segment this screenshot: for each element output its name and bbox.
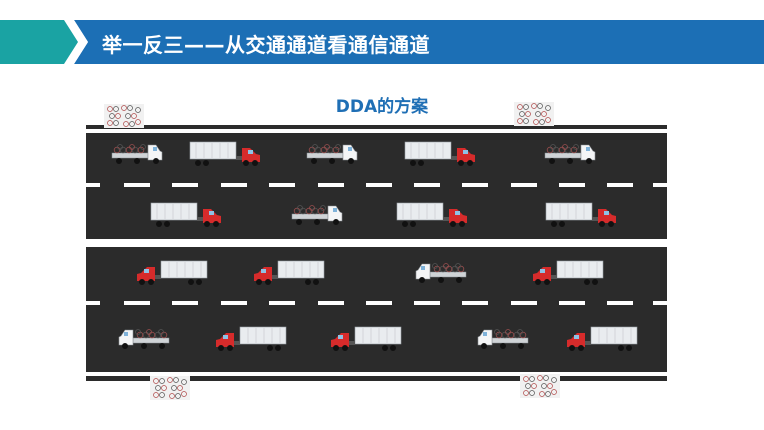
median-strip [86,239,667,247]
banner-shape [0,20,764,64]
lane-divider-upper [86,183,667,187]
diagram-title: DDA的方案 [335,97,429,117]
header-banner: 举一反三——从交通通道看通信通道 [0,20,764,64]
bike-lot-bottom-left [149,375,191,401]
bike-lot-bottom-right [519,373,561,399]
bike-lot-top-right [513,101,555,127]
top-edge-line [86,129,667,133]
bike-lot-top-left [103,103,145,129]
lane-divider-lower [86,301,667,305]
page-title: 举一反三——从交通通道看通信通道 [102,33,430,57]
bottom-edge-line [86,372,667,376]
